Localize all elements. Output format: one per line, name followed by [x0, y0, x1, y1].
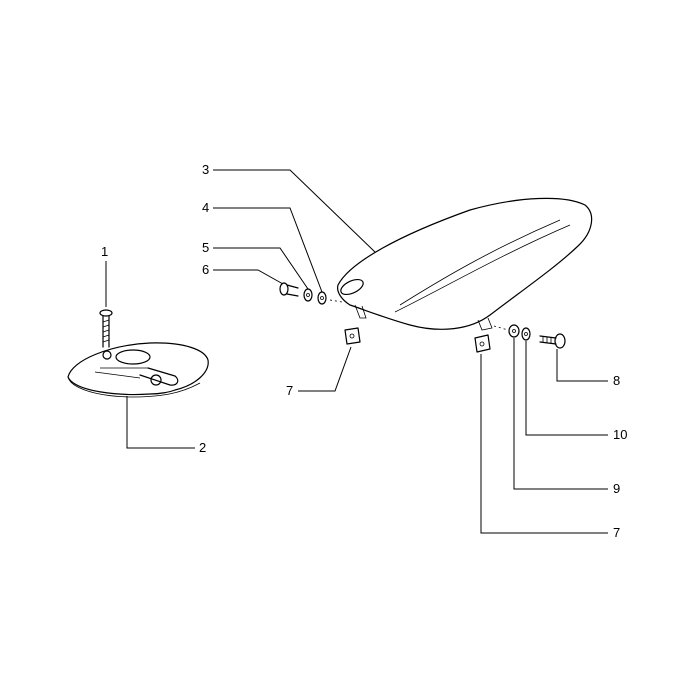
clip-nut-part-7-right	[474, 334, 491, 353]
leader-line-2	[126, 396, 195, 449]
leader-line-8	[556, 349, 608, 382]
leader-line-10	[525, 341, 608, 436]
washer-part-10	[521, 327, 531, 341]
disc-shield-part-2	[67, 342, 209, 398]
washer-part-4	[317, 291, 327, 305]
callout-7-left: 7	[286, 383, 293, 398]
callout-1: 1	[101, 244, 108, 259]
callout-6: 6	[202, 262, 209, 277]
alignment-line-right	[493, 325, 509, 331]
leader-line-5	[213, 247, 309, 290]
callout-10: 10	[613, 427, 627, 442]
alignment-line-left	[329, 299, 343, 303]
callout-5: 5	[202, 240, 209, 255]
callout-4: 4	[202, 200, 209, 215]
callout-9: 9	[613, 481, 620, 496]
washer-part-5	[303, 288, 313, 302]
leader-line-9	[513, 338, 608, 490]
leader-line-6	[213, 269, 284, 285]
screw-part-1	[99, 309, 113, 348]
callout-8: 8	[613, 373, 620, 388]
callout-7-right: 7	[613, 525, 620, 540]
leader-line-4	[213, 207, 323, 293]
leader-line-7-left	[298, 346, 352, 392]
clip-nut-part-7-left	[344, 327, 361, 345]
screw-part-6	[279, 282, 299, 297]
callout-3: 3	[202, 162, 209, 177]
leader-lines	[105, 169, 608, 534]
washer-part-9	[508, 324, 520, 338]
leader-line-7-right	[480, 354, 608, 534]
callout-2: 2	[199, 440, 206, 455]
mudguard-part-3	[337, 197, 593, 331]
screw-part-8	[539, 333, 566, 349]
leader-line-3	[213, 169, 376, 253]
